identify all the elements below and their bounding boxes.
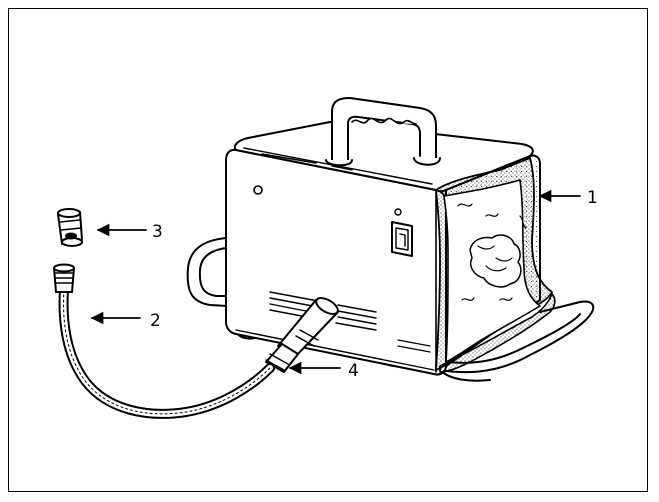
callout-label-1: 1	[587, 188, 598, 208]
carrying-handle	[325, 97, 441, 167]
callout-label-2: 2	[150, 311, 161, 331]
callout-arrows	[90, 189, 581, 375]
flexible-hose	[58, 285, 275, 419]
figure-frame	[8, 8, 648, 492]
filter-bag	[435, 157, 556, 373]
callout-label-3: 3	[152, 222, 163, 242]
indicator-hole	[394, 208, 402, 216]
callout-label-4: 4	[348, 361, 359, 381]
power-switch	[391, 221, 413, 257]
nozzle-cap	[57, 208, 83, 247]
screw-hole	[253, 185, 263, 195]
hose-end-fitting	[53, 263, 75, 293]
rear-stand-left	[186, 237, 229, 307]
callout-labels: 1 2 3 4	[150, 188, 598, 381]
